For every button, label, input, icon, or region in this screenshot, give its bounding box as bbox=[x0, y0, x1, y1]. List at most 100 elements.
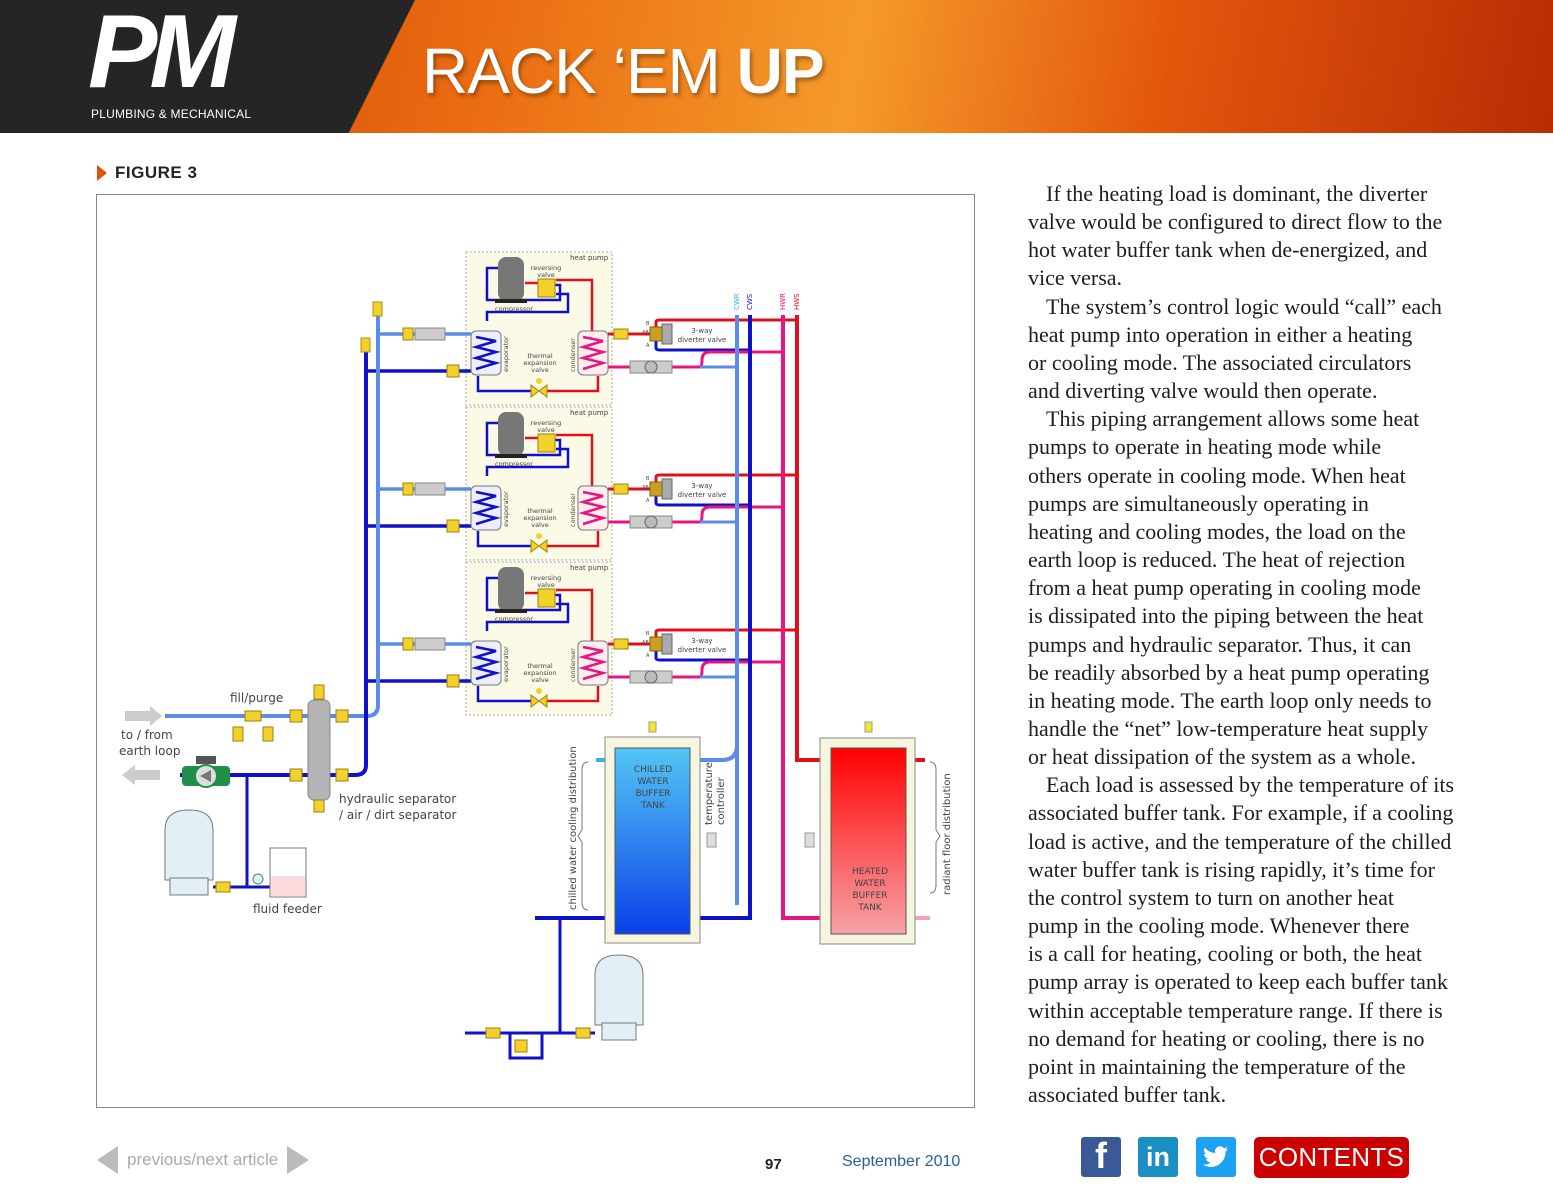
chilled-distribution-label: chilled water cooling distribution bbox=[568, 746, 579, 910]
article-line: the control system to turn on another he… bbox=[1028, 884, 1394, 910]
main-labels: CWR CWS HWR HWS bbox=[733, 293, 801, 310]
condenser-label: condenser bbox=[569, 648, 577, 682]
article-line: handle the “net” low-temperature heat su… bbox=[1028, 715, 1429, 741]
logo-subtitle: PLUMBING & MECHANICAL bbox=[91, 107, 252, 121]
hydraulic-separator-icon bbox=[289, 684, 349, 813]
article-line: The system’s control logic would “call” … bbox=[1046, 293, 1442, 319]
article-line: valve would be configured to direct flow… bbox=[1028, 209, 1443, 235]
reversing-valve-icon bbox=[537, 588, 556, 608]
twitter-icon[interactable] bbox=[1196, 1137, 1236, 1177]
article-line: heating and cooling modes, the load on t… bbox=[1028, 518, 1406, 544]
expansion-valve-icon bbox=[530, 539, 548, 553]
article-line: This piping arrangement allows some heat bbox=[1046, 406, 1420, 432]
heat-pump-label: heat pump bbox=[570, 409, 609, 417]
article-line: and diverting valve would then operate. bbox=[1028, 378, 1378, 404]
diverter-valve-icon bbox=[649, 326, 663, 342]
article-line: pump in the cooling mode. Whenever there bbox=[1028, 913, 1410, 939]
facebook-icon[interactable]: f bbox=[1081, 1135, 1121, 1177]
article-line: within acceptable temperature range. If … bbox=[1028, 997, 1443, 1023]
article-line: others operate in cooling mode. When hea… bbox=[1028, 462, 1406, 488]
heat-pump-label: heat pump bbox=[570, 254, 609, 262]
article-line: If the heating load is dominant, the div… bbox=[1046, 181, 1428, 206]
circulator-icon bbox=[414, 482, 446, 496]
pm-logo[interactable]: PM bbox=[88, 0, 236, 110]
fill-purge-label: fill/purge bbox=[230, 691, 283, 705]
reversing-valve-icon bbox=[537, 278, 556, 298]
article-line: or heat dissipation of the system as a w… bbox=[1028, 744, 1416, 770]
article-line: in heating mode. The earth loop only nee… bbox=[1028, 687, 1432, 713]
article-line: heat pump into operation in either a hea… bbox=[1028, 321, 1413, 347]
article-line: hot water buffer tank when de-energized,… bbox=[1028, 237, 1428, 263]
article-line: pumps to operate in heating mode while bbox=[1028, 434, 1382, 460]
nav-label[interactable]: previous/next article bbox=[127, 1150, 279, 1169]
article-line: associated buffer tank. For example, if … bbox=[1028, 800, 1454, 826]
contents-button[interactable]: CONTENTS bbox=[1254, 1137, 1409, 1178]
bottom-expansion-tank-icon bbox=[485, 954, 644, 1053]
evaporator-label: evaporator bbox=[502, 646, 510, 682]
diverter-valve-icon bbox=[649, 636, 663, 652]
article-title: RACK ‘EM UP bbox=[422, 34, 824, 108]
compressor-icon bbox=[498, 567, 524, 611]
article-line: is a call for heating, cooling or both, … bbox=[1028, 941, 1423, 967]
previous-arrow-icon[interactable] bbox=[97, 1146, 118, 1174]
compressor-icon bbox=[498, 412, 524, 456]
compressor-label: compressor bbox=[495, 305, 533, 313]
circulator-icon bbox=[414, 637, 446, 651]
article-line: Each load is assessed by the temperature… bbox=[1046, 772, 1455, 798]
page-number: 97 bbox=[765, 1156, 782, 1173]
article-line: load is active, and the temperature of t… bbox=[1028, 828, 1452, 854]
triangle-bullet-icon bbox=[97, 165, 107, 181]
article-line: associated buffer tank. bbox=[1028, 1082, 1227, 1107]
compressor-label: compressor bbox=[495, 615, 533, 623]
cwr-label: CWR bbox=[733, 293, 741, 310]
article-line: from a heat pump operating in cooling mo… bbox=[1028, 575, 1421, 601]
heat-pump-label: heat pump bbox=[570, 564, 609, 572]
article-line: pumps are simultaneously operating in bbox=[1028, 490, 1369, 516]
article-line: water buffer tank is rising rapidly, it’… bbox=[1028, 856, 1435, 882]
air-vent-icon bbox=[360, 337, 371, 353]
next-arrow-icon[interactable] bbox=[287, 1146, 310, 1174]
expansion-valve-icon bbox=[530, 694, 548, 708]
article-line: earth loop is reduced. The heat of rejec… bbox=[1028, 547, 1406, 573]
figure-label-text: FIGURE 3 bbox=[115, 163, 198, 182]
header-banner: PM PLUMBING & MECHANICAL RACK ‘EM UP bbox=[0, 0, 1553, 133]
circulator-icon bbox=[414, 327, 446, 341]
title-bold: UP bbox=[736, 35, 825, 107]
figure-label: FIGURE 3 bbox=[97, 163, 197, 183]
evaporator-label: evaporator bbox=[502, 336, 510, 372]
brace-icon bbox=[577, 761, 589, 911]
fill-purge-valves-icon bbox=[232, 710, 274, 742]
previous-next-article-nav[interactable]: previous/next article bbox=[97, 1146, 310, 1174]
linkedin-icon[interactable]: in bbox=[1138, 1137, 1178, 1177]
arrow-left-icon bbox=[122, 765, 160, 785]
radiant-distribution-label: radiant floor distribution bbox=[942, 773, 953, 895]
fluid-feeder-label: fluid feeder bbox=[253, 902, 322, 916]
hwr-label: HWR bbox=[779, 293, 787, 310]
article-line: no demand for heating or cooling, there … bbox=[1028, 1025, 1425, 1051]
article-line: vice versa. bbox=[1028, 265, 1123, 291]
hws-label: HWS bbox=[793, 293, 801, 310]
title-light: RACK ‘EM bbox=[422, 35, 721, 107]
separator-label: hydraulic separator/ air / dirt separato… bbox=[339, 792, 456, 822]
article-line: point in maintaining the temperature of … bbox=[1028, 1053, 1406, 1079]
compressor-label: compressor bbox=[495, 460, 533, 468]
logo-panel bbox=[0, 0, 415, 133]
reversing-valve-icon bbox=[537, 433, 556, 453]
expansion-valve-icon bbox=[530, 384, 548, 398]
circulator-pump-icon bbox=[182, 756, 230, 788]
